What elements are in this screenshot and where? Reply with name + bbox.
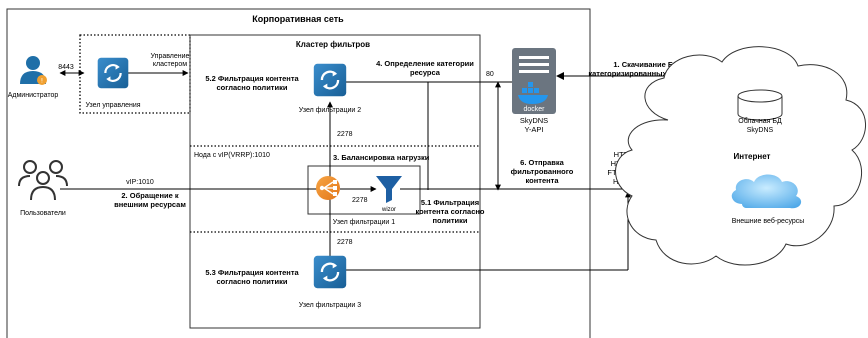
- skydns-label-2: Y-API: [525, 125, 544, 134]
- wizor-label: wizor: [381, 207, 396, 213]
- corporate-network-frame: [6, 8, 591, 338]
- port-2278-top: 2278: [337, 131, 353, 138]
- users-request-1: 2. Обращение к: [121, 191, 178, 200]
- node1-label: Узел фильтрации 1: [333, 219, 395, 226]
- node1-policy-2: контента согласно: [416, 207, 485, 216]
- external-resources-label: Внешние веб-ресурсы: [732, 217, 805, 225]
- admin-label: Администратор: [8, 92, 59, 99]
- node2-label: Узел фильтрации 2: [299, 107, 361, 114]
- node3-policy-1: 5.3 Фильтрация контента: [205, 268, 299, 277]
- cloud-db-label-2: SkyDNS: [747, 127, 774, 134]
- port-2278-bottom: 2278: [337, 239, 353, 246]
- node1-policy-1: 5.1 Фильтрация: [421, 198, 479, 207]
- external-resources-cloud-icon[interactable]: [731, 174, 802, 209]
- load-balancer-icon[interactable]: [316, 176, 340, 200]
- filter-node-2-icon[interactable]: [312, 62, 348, 98]
- node3-policy-2: согласно политики: [217, 277, 288, 286]
- svg-text:!: !: [41, 78, 43, 85]
- cluster-title: Кластер фильтров: [296, 40, 370, 49]
- internet-title: Интернет: [734, 152, 771, 161]
- cluster-frame: [189, 34, 481, 329]
- cloud-db-icon[interactable]: [737, 89, 783, 121]
- vrrp-label: Нода с vIP(VRRP):1010: [194, 152, 270, 159]
- port-2278-mid: 2278: [352, 197, 368, 204]
- internet-cloud: [615, 46, 866, 266]
- filter-node-3-icon[interactable]: [312, 254, 348, 290]
- mgmt-link-label-1: Управление: [151, 53, 190, 60]
- mgmt-node-label: Узел управления: [85, 102, 140, 109]
- skydns-server-icon[interactable]: [512, 48, 556, 114]
- step6-label-3: контента: [526, 176, 560, 185]
- node2-policy-1: 5.2 Фильтрация контента: [205, 74, 299, 83]
- skydns-label-1: SkyDNS: [520, 116, 548, 125]
- node3-label: Узел фильтрации 3: [299, 302, 361, 309]
- node2-policy-2: согласно политики: [217, 83, 288, 92]
- step4-label-1: 4. Определение категории: [376, 59, 474, 68]
- users-icon: [18, 160, 68, 201]
- users-label: Пользователи: [20, 210, 66, 217]
- port-80: 80: [486, 71, 494, 78]
- vip-label: vIP:1010: [126, 179, 154, 186]
- step1-label-1: 1. Скачивание БД: [613, 60, 679, 69]
- mgmt-node-icon[interactable]: [96, 56, 130, 90]
- step6-label-2: фильтрованного: [511, 167, 574, 176]
- corporate-network-title: Корпоративная сеть: [252, 14, 344, 24]
- admin-port-label: 8443: [58, 64, 74, 71]
- cloud-db-label-1: Облачная БД: [738, 117, 782, 125]
- balance-label: 3. Балансировка нагрузки: [333, 153, 430, 162]
- node1-box: [307, 165, 421, 215]
- users-request-2: внешним ресурсам: [114, 200, 186, 209]
- step1-label-2: категоризированных ресурсов: [588, 69, 704, 78]
- wizor-filter-icon[interactable]: [376, 176, 402, 203]
- node1-policy-3: политики: [433, 216, 468, 225]
- mgmt-link-label-2: кластером: [153, 61, 187, 68]
- docker-label: docker: [523, 106, 545, 113]
- administrator-icon: !: [20, 56, 47, 85]
- step4-label-2: ресурса: [410, 68, 441, 77]
- skydns-arrowhead: [556, 72, 564, 80]
- step6-label-1: 6. Отправка: [520, 158, 564, 167]
